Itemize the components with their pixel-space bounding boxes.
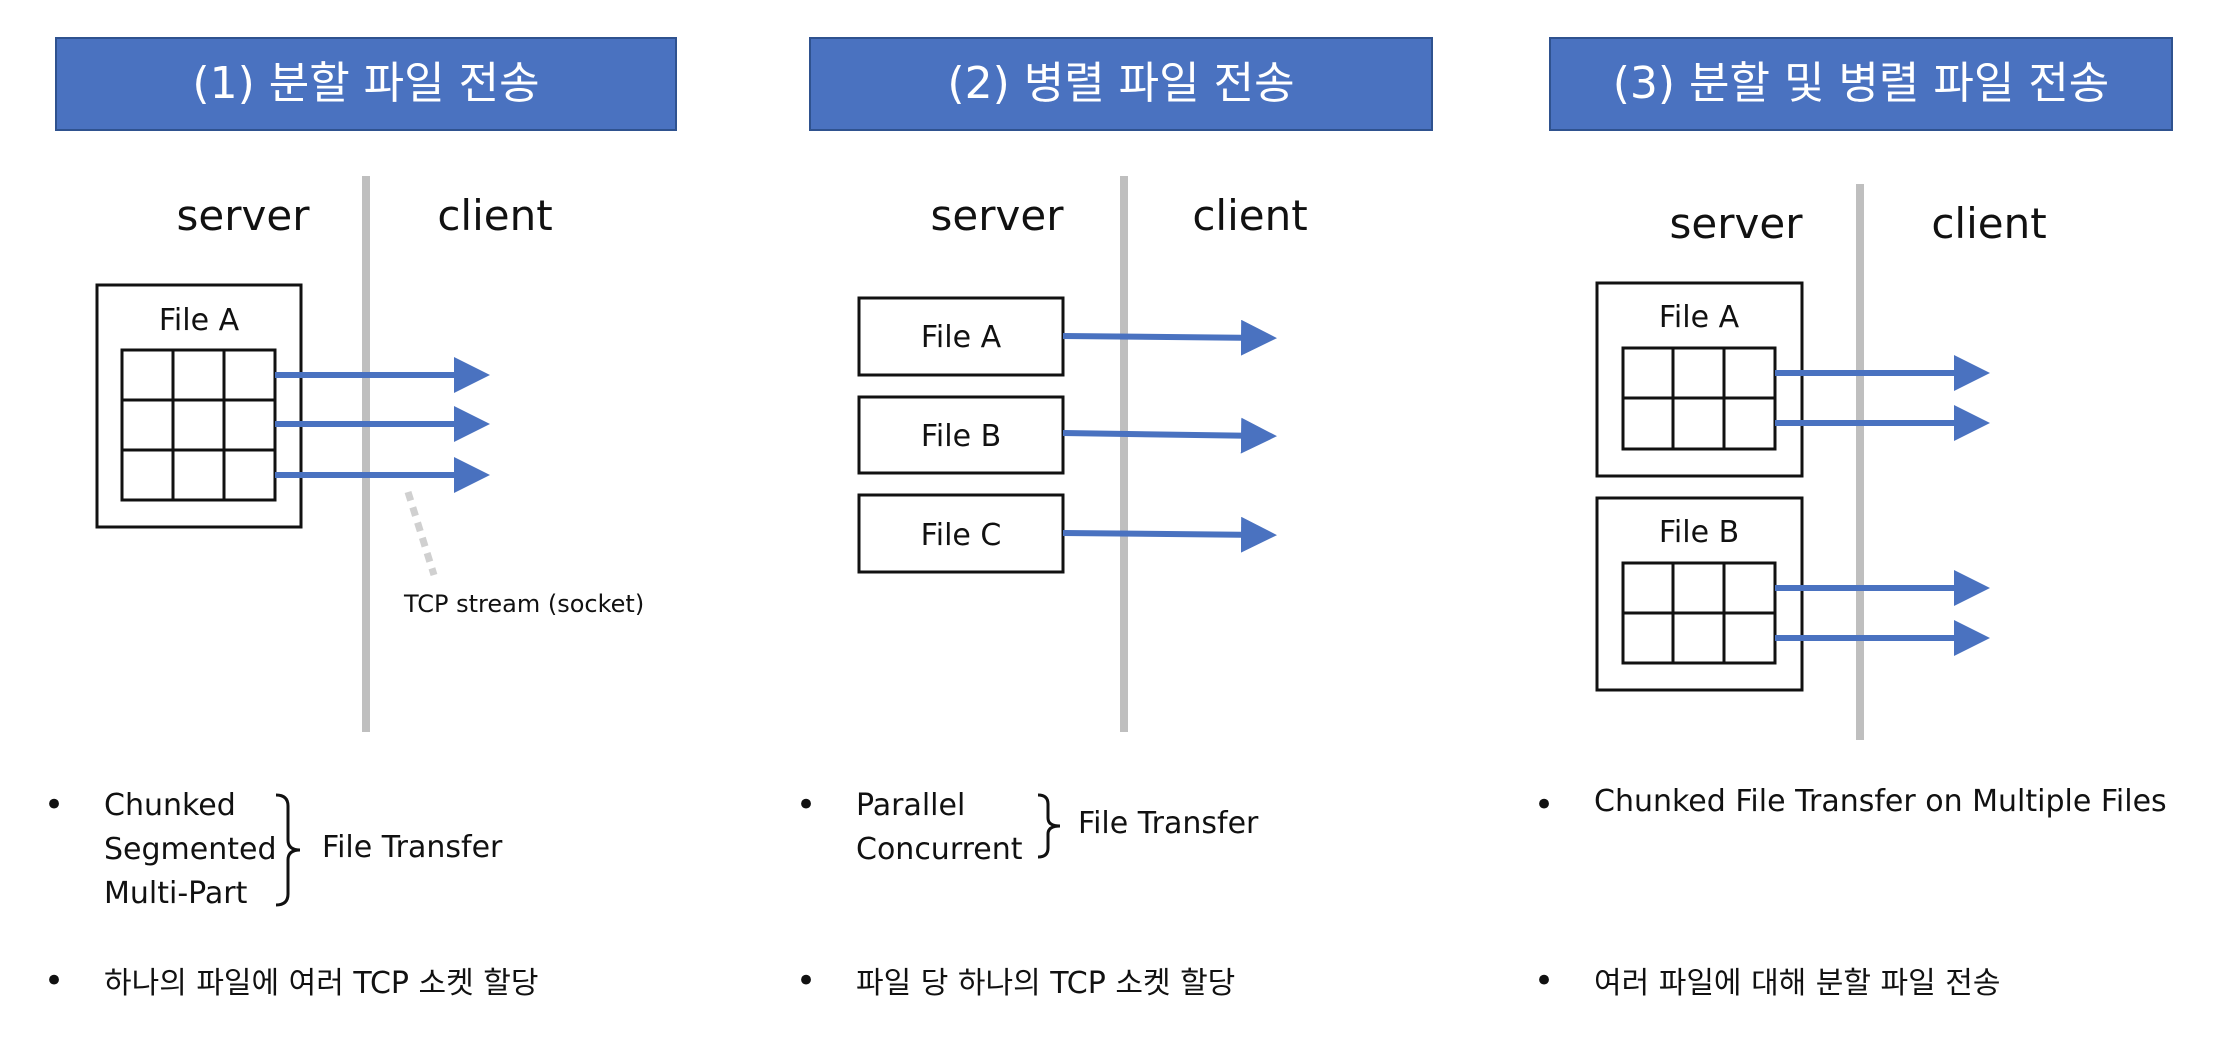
panel-1-annotation: TCP stream (socket) (403, 590, 644, 618)
panel-1-server-label: server (177, 191, 311, 240)
bullet-marker: • (44, 961, 65, 1001)
panel-1-item-chunked: Chunked (104, 788, 236, 823)
panel-2-bullet-1-items: Parallel Concurrent (856, 784, 1023, 872)
panel-2-item-parallel: Parallel (856, 788, 966, 823)
panel-2-item-concurrent: Concurrent (856, 832, 1023, 867)
panel-2-file-a-label: File A (921, 320, 1002, 355)
panel-1-brace (275, 793, 301, 907)
transfer-diagram: (1) 분할 파일 전송 server client File A TCP st… (55, 37, 2173, 740)
bullet-marker: • (796, 785, 817, 825)
panel-1-title: (1) 분할 파일 전송 (192, 58, 539, 109)
panel-3-bullet-2: 여러 파일에 대해 분할 파일 전송 (1594, 966, 2001, 1001)
panel-3-title: (3) 분할 및 병렬 파일 전송 (1613, 58, 2110, 109)
bullet-marker: • (44, 785, 65, 825)
panel-1-dotted-pointer (404, 490, 438, 577)
panel-1: (1) 분할 파일 전송 server client File A TCP st… (55, 37, 677, 732)
panel-2-bullet-1-suffix: File Transfer (1078, 806, 1259, 841)
panel-1-item-segmented: Segmented (104, 832, 277, 867)
panel-3-title-box (1549, 37, 2173, 131)
panel-2-file-c-box (857, 493, 1065, 574)
panel-2-title: (2) 병렬 파일 전송 (947, 58, 1294, 109)
panel-2-bullet-2: 파일 당 하나의 TCP 소켓 할당 (856, 966, 1236, 1001)
panel-2: (2) 병렬 파일 전송 server client File A File B… (809, 37, 1433, 732)
panel-1-file-a-box (95, 283, 303, 529)
panel-3-file-a-box (1595, 281, 1804, 478)
panel-2-arrow-b (1062, 417, 1277, 454)
panel-3-server-label: server (1670, 199, 1804, 248)
panel-2-server-label: server (931, 191, 1065, 240)
panel-1-bullet-1-items: Chunked Segmented Multi-Part (104, 784, 277, 916)
panel-2-client-label: client (1192, 191, 1307, 240)
panel-3-file-b-box (1595, 496, 1804, 692)
panel-2-brace (1037, 793, 1061, 859)
bullet-marker: • (1534, 961, 1555, 1001)
panel-1-bullet-2: 하나의 파일에 여러 TCP 소켓 할당 (104, 966, 539, 1001)
panel-3-file-a-grid (1621, 346, 1777, 451)
panel-2-file-a-box (857, 296, 1065, 377)
panel-3-file-b-grid (1621, 561, 1777, 665)
panel-1-file-a-label: File A (159, 303, 240, 338)
panel-3-client-label: client (1931, 199, 2046, 248)
panel-1-item-multipart: Multi-Part (104, 876, 248, 911)
panel-1-client-label: client (437, 191, 552, 240)
panel-1-title-box (55, 37, 677, 131)
panel-3-file-b-label: File B (1659, 515, 1739, 550)
panel-2-file-b-label: File B (921, 419, 1001, 454)
panel-2-title-box (809, 37, 1433, 131)
panel-2-arrow-a (1062, 319, 1277, 356)
bullet-marker: • (1534, 785, 1555, 825)
panel-3: (3) 분할 및 병렬 파일 전송 server client File A F… (1549, 37, 2173, 740)
panel-3-bullet-1: Chunked File Transfer on Multiple Files (1594, 784, 2167, 819)
panel-2-arrow-c (1062, 516, 1277, 553)
panel-3-file-a-label: File A (1659, 300, 1740, 335)
panel-1-bullet-1-suffix: File Transfer (322, 830, 503, 865)
bullet-marker: • (796, 961, 817, 1001)
panel-2-file-c-label: File C (921, 518, 1002, 553)
panel-2-file-b-box (857, 395, 1065, 475)
